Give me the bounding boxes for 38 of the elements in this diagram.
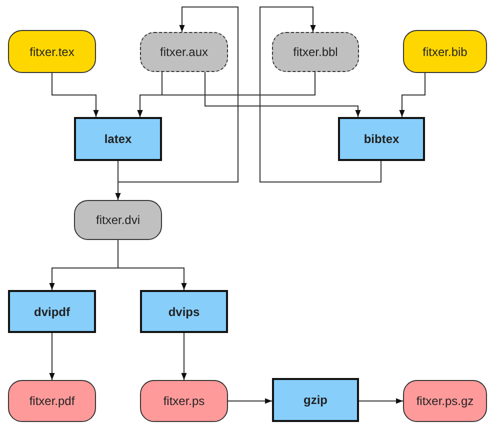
arrow xyxy=(181,332,187,380)
arrow xyxy=(228,398,272,404)
arrow xyxy=(260,6,382,182)
arrow xyxy=(204,72,361,118)
arrow xyxy=(118,6,238,182)
program-name: bibtex xyxy=(364,132,400,146)
file-box xyxy=(140,380,228,422)
arrow xyxy=(115,160,121,200)
file-box xyxy=(403,380,487,422)
arrow xyxy=(399,72,426,118)
arrow xyxy=(137,72,316,118)
file-name: fitxer.tex xyxy=(30,44,74,58)
program-name: gzip xyxy=(304,393,328,407)
file-box xyxy=(272,32,359,72)
program-box xyxy=(140,290,228,333)
program-name: dvipdf xyxy=(34,304,70,318)
file-name: fitxer.ps.gz xyxy=(416,394,474,408)
file-name: fitxer.dvi xyxy=(96,213,140,227)
arrow xyxy=(49,332,55,380)
program-box xyxy=(272,378,359,422)
file-name: fitxer.aux xyxy=(160,45,208,59)
file-name: fitxer.pdf xyxy=(29,394,75,408)
program-name: dvips xyxy=(168,304,200,318)
file-box xyxy=(140,32,228,72)
file-box xyxy=(8,380,96,422)
file-name: fitxer.bib xyxy=(422,44,468,58)
file-box xyxy=(8,30,96,73)
file-box xyxy=(74,200,162,240)
arrow xyxy=(118,240,187,290)
program-name: latex xyxy=(104,132,132,146)
arrow xyxy=(358,398,404,404)
program-box xyxy=(74,117,162,161)
file-name: fitxer.bbl xyxy=(293,45,338,59)
program-box xyxy=(8,290,96,333)
arrow xyxy=(52,72,99,118)
program-box xyxy=(338,117,425,161)
file-box xyxy=(403,30,487,73)
file-name: fitxer.ps xyxy=(163,394,205,408)
